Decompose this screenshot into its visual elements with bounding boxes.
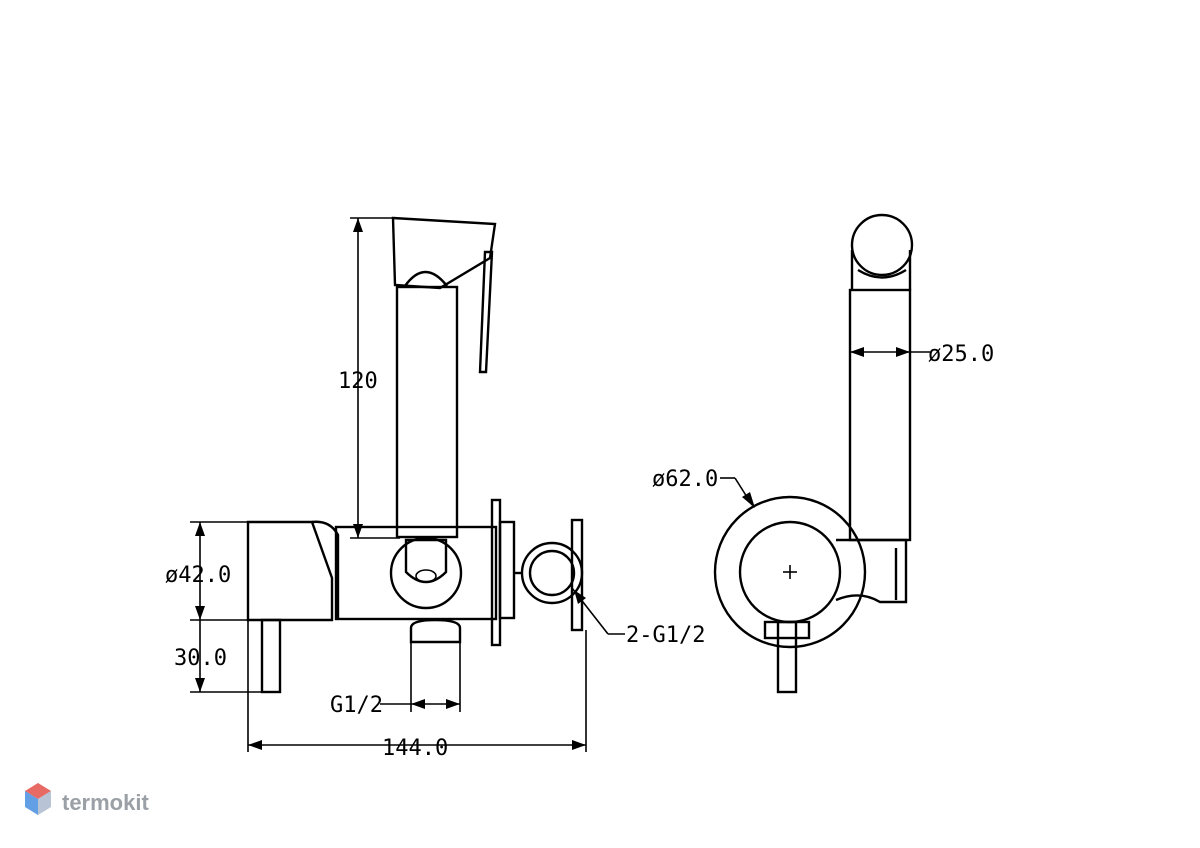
side-dimensions: 120 ø42.0 30.0 G1/2 144.0 2-G1/2 — [165, 217, 705, 761]
front-lever-nut — [763, 620, 811, 640]
holder-cup — [404, 538, 448, 584]
mixer-housing — [334, 525, 498, 621]
wall-flange-plate — [498, 520, 516, 620]
dim-2g12-label: 2-G1/2 — [626, 623, 705, 648]
side-connection-inner — [528, 549, 576, 597]
rosette-outer — [713, 495, 867, 649]
termokit-logo: termokit — [25, 783, 149, 815]
front-sprayer-neck — [850, 250, 912, 290]
dim-42-label: ø42.0 — [165, 563, 231, 588]
logo-text: termokit — [62, 790, 149, 815]
front-dimensions: ø62.0 ø25.0 — [652, 342, 994, 508]
bottom-nut — [409, 618, 462, 644]
mixer-body — [246, 520, 334, 622]
lever-handle — [260, 618, 282, 694]
front-view — [713, 213, 914, 694]
side-view — [246, 216, 584, 694]
hose-tube — [395, 285, 459, 539]
sprayer-neck — [404, 270, 448, 287]
mixer-body-slope — [311, 520, 340, 620]
front-lever — [776, 620, 798, 694]
dim-g12-label: G1/2 — [330, 693, 383, 718]
front-hose-tube — [848, 288, 912, 542]
dim-62-label: ø62.0 — [652, 467, 718, 492]
front-sprayer-head — [850, 213, 914, 277]
dim-120-label: 120 — [338, 369, 378, 394]
sprayer-head — [391, 216, 497, 290]
dim-30-label: 30.0 — [174, 646, 227, 671]
holder-nozzle — [415, 569, 437, 583]
dim-144-label: 144.0 — [382, 736, 448, 761]
sprayer-trigger — [478, 250, 494, 374]
front-holder — [835, 538, 908, 604]
dim-25-label: ø25.0 — [928, 342, 994, 367]
holder-ring — [389, 536, 463, 610]
